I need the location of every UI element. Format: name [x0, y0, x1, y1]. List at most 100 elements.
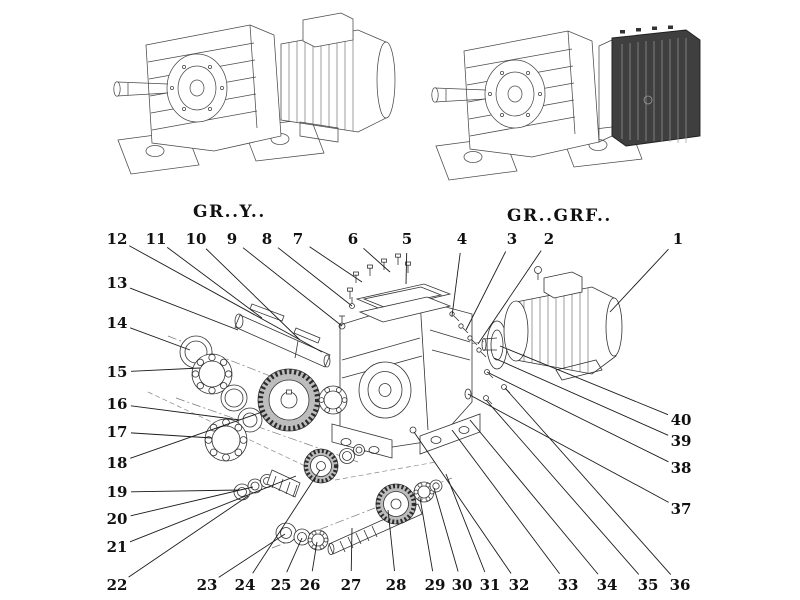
leader-line-28	[387, 509, 395, 572]
leader-line-31	[445, 473, 486, 573]
leader-line-20	[130, 486, 254, 517]
part-number-34: 34	[597, 576, 618, 594]
output-shaft	[234, 313, 331, 368]
part-number-14: 14	[107, 314, 128, 332]
retaining-rings	[339, 444, 365, 464]
part-number-37: 37	[671, 500, 692, 518]
drain-plug	[409, 426, 417, 434]
leader-line-34	[469, 419, 599, 575]
cover-gasket	[358, 296, 452, 323]
part-number-38: 38	[671, 459, 692, 477]
iso-view-gr-y	[113, 12, 396, 175]
gearbox-housing-right	[431, 30, 643, 181]
leader-line-3	[465, 251, 507, 331]
leader-line-33	[451, 429, 560, 575]
part-number-10: 10	[186, 230, 207, 248]
part-number-5: 5	[402, 230, 412, 248]
motor-flange-bolts	[449, 311, 511, 405]
leader-line-8	[277, 247, 353, 307]
part-number-35: 35	[638, 576, 659, 594]
part-number-26: 26	[300, 576, 321, 594]
leader-line-16	[130, 405, 241, 421]
leader-line-19	[130, 489, 241, 493]
part-number-30: 30	[452, 576, 473, 594]
part-number-31: 31	[480, 576, 501, 594]
cover-bolts	[347, 253, 411, 299]
part-number-13: 13	[107, 274, 128, 292]
part-number-11: 11	[146, 230, 167, 248]
leader-line-40	[499, 345, 669, 416]
gear-housing	[331, 299, 481, 459]
part-number-17: 17	[107, 423, 128, 441]
part-number-32: 32	[509, 576, 530, 594]
part-number-2: 2	[544, 230, 554, 248]
part-number-21: 21	[107, 538, 128, 556]
part-number-7: 7	[293, 230, 303, 248]
leader-line-23	[218, 533, 286, 578]
leader-line-13	[129, 287, 239, 331]
part-number-22: 22	[107, 576, 128, 594]
part-number-8: 8	[262, 230, 272, 248]
input-flange	[481, 320, 508, 370]
leader-line-15	[130, 367, 201, 372]
exploded-view-drawing	[147, 253, 623, 555]
part-number-27: 27	[341, 576, 362, 594]
part-number-20: 20	[107, 510, 128, 528]
intermediate-gear	[303, 448, 339, 484]
leader-line-9	[242, 247, 343, 327]
leader-line-36	[504, 387, 672, 575]
leader-line-1	[609, 248, 669, 313]
iso-view-gr-grf	[431, 25, 701, 181]
leader-line-4	[451, 252, 461, 317]
leader-line-18	[130, 411, 263, 459]
leader-line-35	[485, 399, 640, 575]
leader-line-22	[128, 495, 249, 578]
input-gear	[375, 483, 417, 525]
leader-line-14	[129, 327, 191, 351]
part-number-18: 18	[107, 454, 128, 472]
leader-line-10	[205, 248, 301, 341]
large-helical-gear	[257, 368, 321, 432]
leader-line-2	[477, 250, 542, 345]
part-number-24: 24	[235, 576, 256, 594]
part-number-1: 1	[673, 230, 683, 248]
part-number-3: 3	[507, 230, 517, 248]
part-number-28: 28	[386, 576, 407, 594]
small-bearing-gearside	[318, 385, 348, 415]
leader-line-39	[493, 357, 669, 436]
part-number-39: 39	[671, 432, 692, 450]
ball-bearing-lower	[204, 418, 248, 462]
leader-line-12	[129, 245, 323, 353]
part-number-15: 15	[107, 363, 128, 381]
leader-line-5	[405, 252, 408, 285]
model-label-gr-y: GR..Y..	[193, 202, 266, 222]
fan-cover	[605, 297, 623, 357]
eye-bolt	[534, 266, 542, 274]
part-number-33: 33	[558, 576, 579, 594]
leader-line-7	[309, 246, 363, 283]
part-number-40: 40	[671, 411, 692, 429]
motor-foot	[555, 359, 603, 381]
leader-line-21	[129, 475, 297, 543]
inspection-cover	[355, 283, 452, 323]
leader-line-29	[419, 497, 434, 572]
model-label-gr-grf: GR..GRF..	[507, 206, 612, 226]
motor-cylindrical	[280, 12, 396, 143]
leader-line-24	[252, 469, 321, 574]
compact-drive-block	[598, 25, 701, 147]
breather-plug	[338, 297, 355, 330]
leader-line-25	[286, 537, 303, 573]
part-number-19: 19	[107, 483, 128, 501]
leader-line-32	[413, 431, 512, 574]
electric-motor	[503, 266, 623, 381]
part-number-29: 29	[425, 576, 446, 594]
leader-line-30	[433, 487, 459, 572]
leader-line-37	[467, 393, 669, 503]
part-number-6: 6	[348, 230, 358, 248]
leader-line-17	[130, 432, 213, 439]
input-shaft-bearing	[413, 479, 443, 503]
part-number-9: 9	[227, 230, 237, 248]
part-number-4: 4	[457, 230, 467, 248]
pinion-shaft	[266, 469, 301, 498]
